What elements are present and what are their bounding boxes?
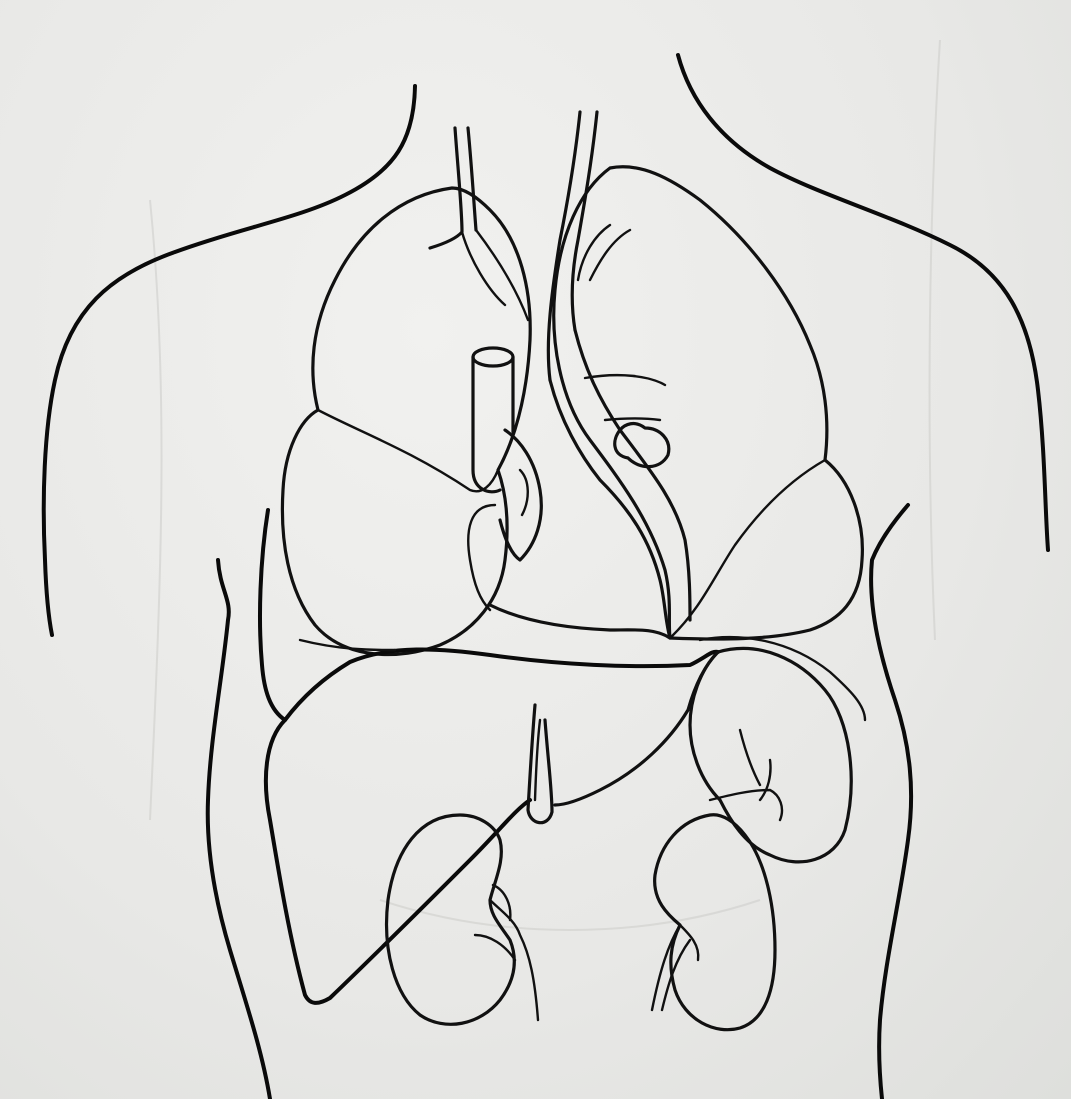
right-lung-icon <box>282 188 530 655</box>
body-outline-icon <box>44 55 1048 1099</box>
vena-cava-icon <box>473 348 513 492</box>
left-lung-icon <box>554 167 863 639</box>
trachea-icon <box>430 128 528 320</box>
spleen-icon <box>690 648 851 861</box>
diaphragm-icon <box>490 605 670 638</box>
gallbladder-icon <box>528 705 552 823</box>
liver-icon <box>260 510 718 1003</box>
heart-icon <box>500 375 669 560</box>
